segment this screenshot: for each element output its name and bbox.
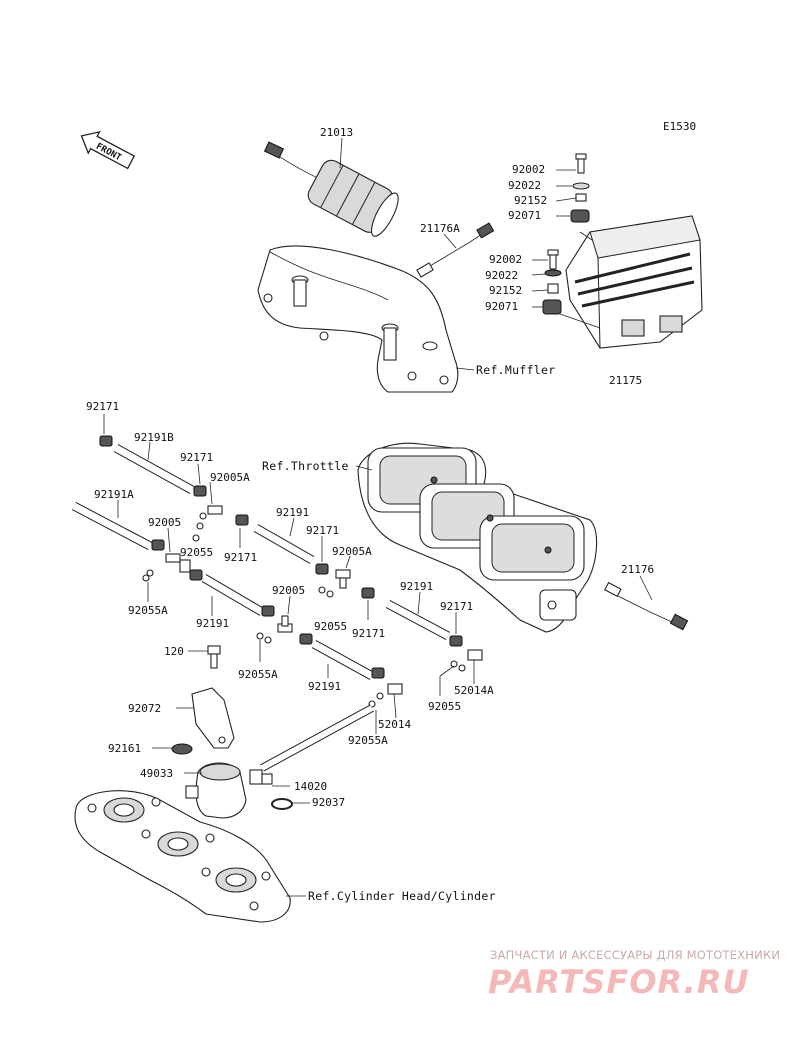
diagram-code: E1530 xyxy=(663,120,696,133)
label-14020: 14020 xyxy=(294,780,327,793)
label-92002-b: 92002 xyxy=(489,253,522,266)
hose-92191B xyxy=(113,444,195,494)
fitting-52014A xyxy=(467,649,483,661)
clamp-92171-j xyxy=(299,633,313,645)
clamp-92171-e xyxy=(315,563,329,575)
label-52014: 52014 xyxy=(378,718,411,731)
clamp-92171-c xyxy=(151,539,165,551)
label-92005-b: 92005 xyxy=(272,584,305,597)
label-92055-a: 92055 xyxy=(180,546,213,559)
cylinder-head-ref-part xyxy=(74,790,291,923)
label-92055-b: 92055 xyxy=(314,620,347,633)
label-92191-a: 92191 xyxy=(276,506,309,519)
label-92191-c: 92191 xyxy=(400,580,433,593)
clamp-92171-d xyxy=(235,514,249,526)
label-92005A-a: 92005A xyxy=(210,471,250,484)
label-92171-e: 92171 xyxy=(352,627,385,640)
label-92152-b: 92152 xyxy=(489,284,522,297)
clamp-92171-h xyxy=(361,587,375,599)
bracket-92072 xyxy=(191,687,235,749)
washer-92161 xyxy=(171,743,193,755)
label-92037: 92037 xyxy=(312,796,345,809)
label-92071-b: 92071 xyxy=(485,300,518,313)
label-92055A-c: 92055A xyxy=(348,734,388,747)
label-92171-b: 92171 xyxy=(180,451,213,464)
hardware-stack-upper xyxy=(570,153,590,223)
label-92171-d: 92171 xyxy=(306,524,339,537)
clamp-92171-k xyxy=(371,667,385,679)
ecu-unit-21175 xyxy=(559,215,703,349)
label-92152-a: 92152 xyxy=(514,194,547,207)
hose-92191-a xyxy=(253,524,315,564)
sensor-21176 xyxy=(604,581,689,631)
clamp-92171-a xyxy=(99,435,113,447)
fitting-92005-b xyxy=(277,615,293,633)
hose-92191-d xyxy=(311,640,375,680)
label-21175: 21175 xyxy=(609,374,642,387)
label-92002-a: 92002 xyxy=(512,163,545,176)
label-92022-b: 92022 xyxy=(485,269,518,282)
ref-muffler: Ref.Muffler xyxy=(476,363,555,377)
label-92005A-b: 92005A xyxy=(332,545,372,558)
fitting-92005-a xyxy=(146,553,191,577)
hose-92191-b xyxy=(201,574,265,616)
watermark-logo: PARTSFOR.RU xyxy=(488,963,750,1001)
watermark-tagline: ЗАПЧАСТИ И АКСЕССУАРЫ ДЛЯ МОТОТЕХНИКИ xyxy=(490,948,781,962)
bolt-120 xyxy=(207,645,221,669)
label-21176: 21176 xyxy=(621,563,654,576)
label-92072: 92072 xyxy=(128,702,161,715)
label-92171-c: 92171 xyxy=(224,551,257,564)
label-92191A: 92191A xyxy=(94,488,134,501)
ref-throttle: Ref.Throttle xyxy=(262,459,349,473)
label-92171-f: 92171 xyxy=(440,600,473,613)
label-92055A-a: 92055A xyxy=(128,604,168,617)
clamp-92037 xyxy=(271,798,293,810)
label-92191B: 92191B xyxy=(134,431,174,444)
clamp-92171-g xyxy=(261,605,275,617)
hardware-stack-lower xyxy=(542,249,562,315)
hose-92191A xyxy=(71,502,153,550)
label-120: 120 xyxy=(164,645,184,658)
label-21176A: 21176A xyxy=(420,222,460,235)
throttle-body-ref-part xyxy=(357,442,598,633)
hose-to-14020 xyxy=(260,704,374,772)
sensor-21176A xyxy=(416,222,495,278)
ref-cylinder-head: Ref.Cylinder Head/Cylinder xyxy=(308,889,496,903)
sensor-21013 xyxy=(263,141,399,237)
fitting-52014 xyxy=(387,683,403,695)
label-52014A: 52014A xyxy=(454,684,494,697)
label-92191-d: 92191 xyxy=(308,680,341,693)
clamp-92171-f xyxy=(189,569,203,581)
fitting-92005A-a xyxy=(199,505,223,520)
clip-14020 xyxy=(249,769,273,785)
label-92171-a: 92171 xyxy=(86,400,119,413)
label-92055A-b: 92055A xyxy=(238,668,278,681)
label-92005-a: 92005 xyxy=(148,516,181,529)
label-92191-b: 92191 xyxy=(196,617,229,630)
housing-49033 xyxy=(185,762,247,819)
label-21013: 21013 xyxy=(320,126,353,139)
front-arrow-icon: FRONT xyxy=(80,130,136,170)
hose-92191-c xyxy=(385,600,451,640)
fitting-92005A-b xyxy=(335,569,351,589)
label-92071-a: 92071 xyxy=(508,209,541,222)
label-92055-c: 92055 xyxy=(428,700,461,713)
muffler-ref-part xyxy=(257,245,459,393)
clamp-92171-b xyxy=(193,485,207,497)
label-92022-a: 92022 xyxy=(508,179,541,192)
label-49033: 49033 xyxy=(140,767,173,780)
label-92161: 92161 xyxy=(108,742,141,755)
clamp-92171-i xyxy=(449,635,463,647)
